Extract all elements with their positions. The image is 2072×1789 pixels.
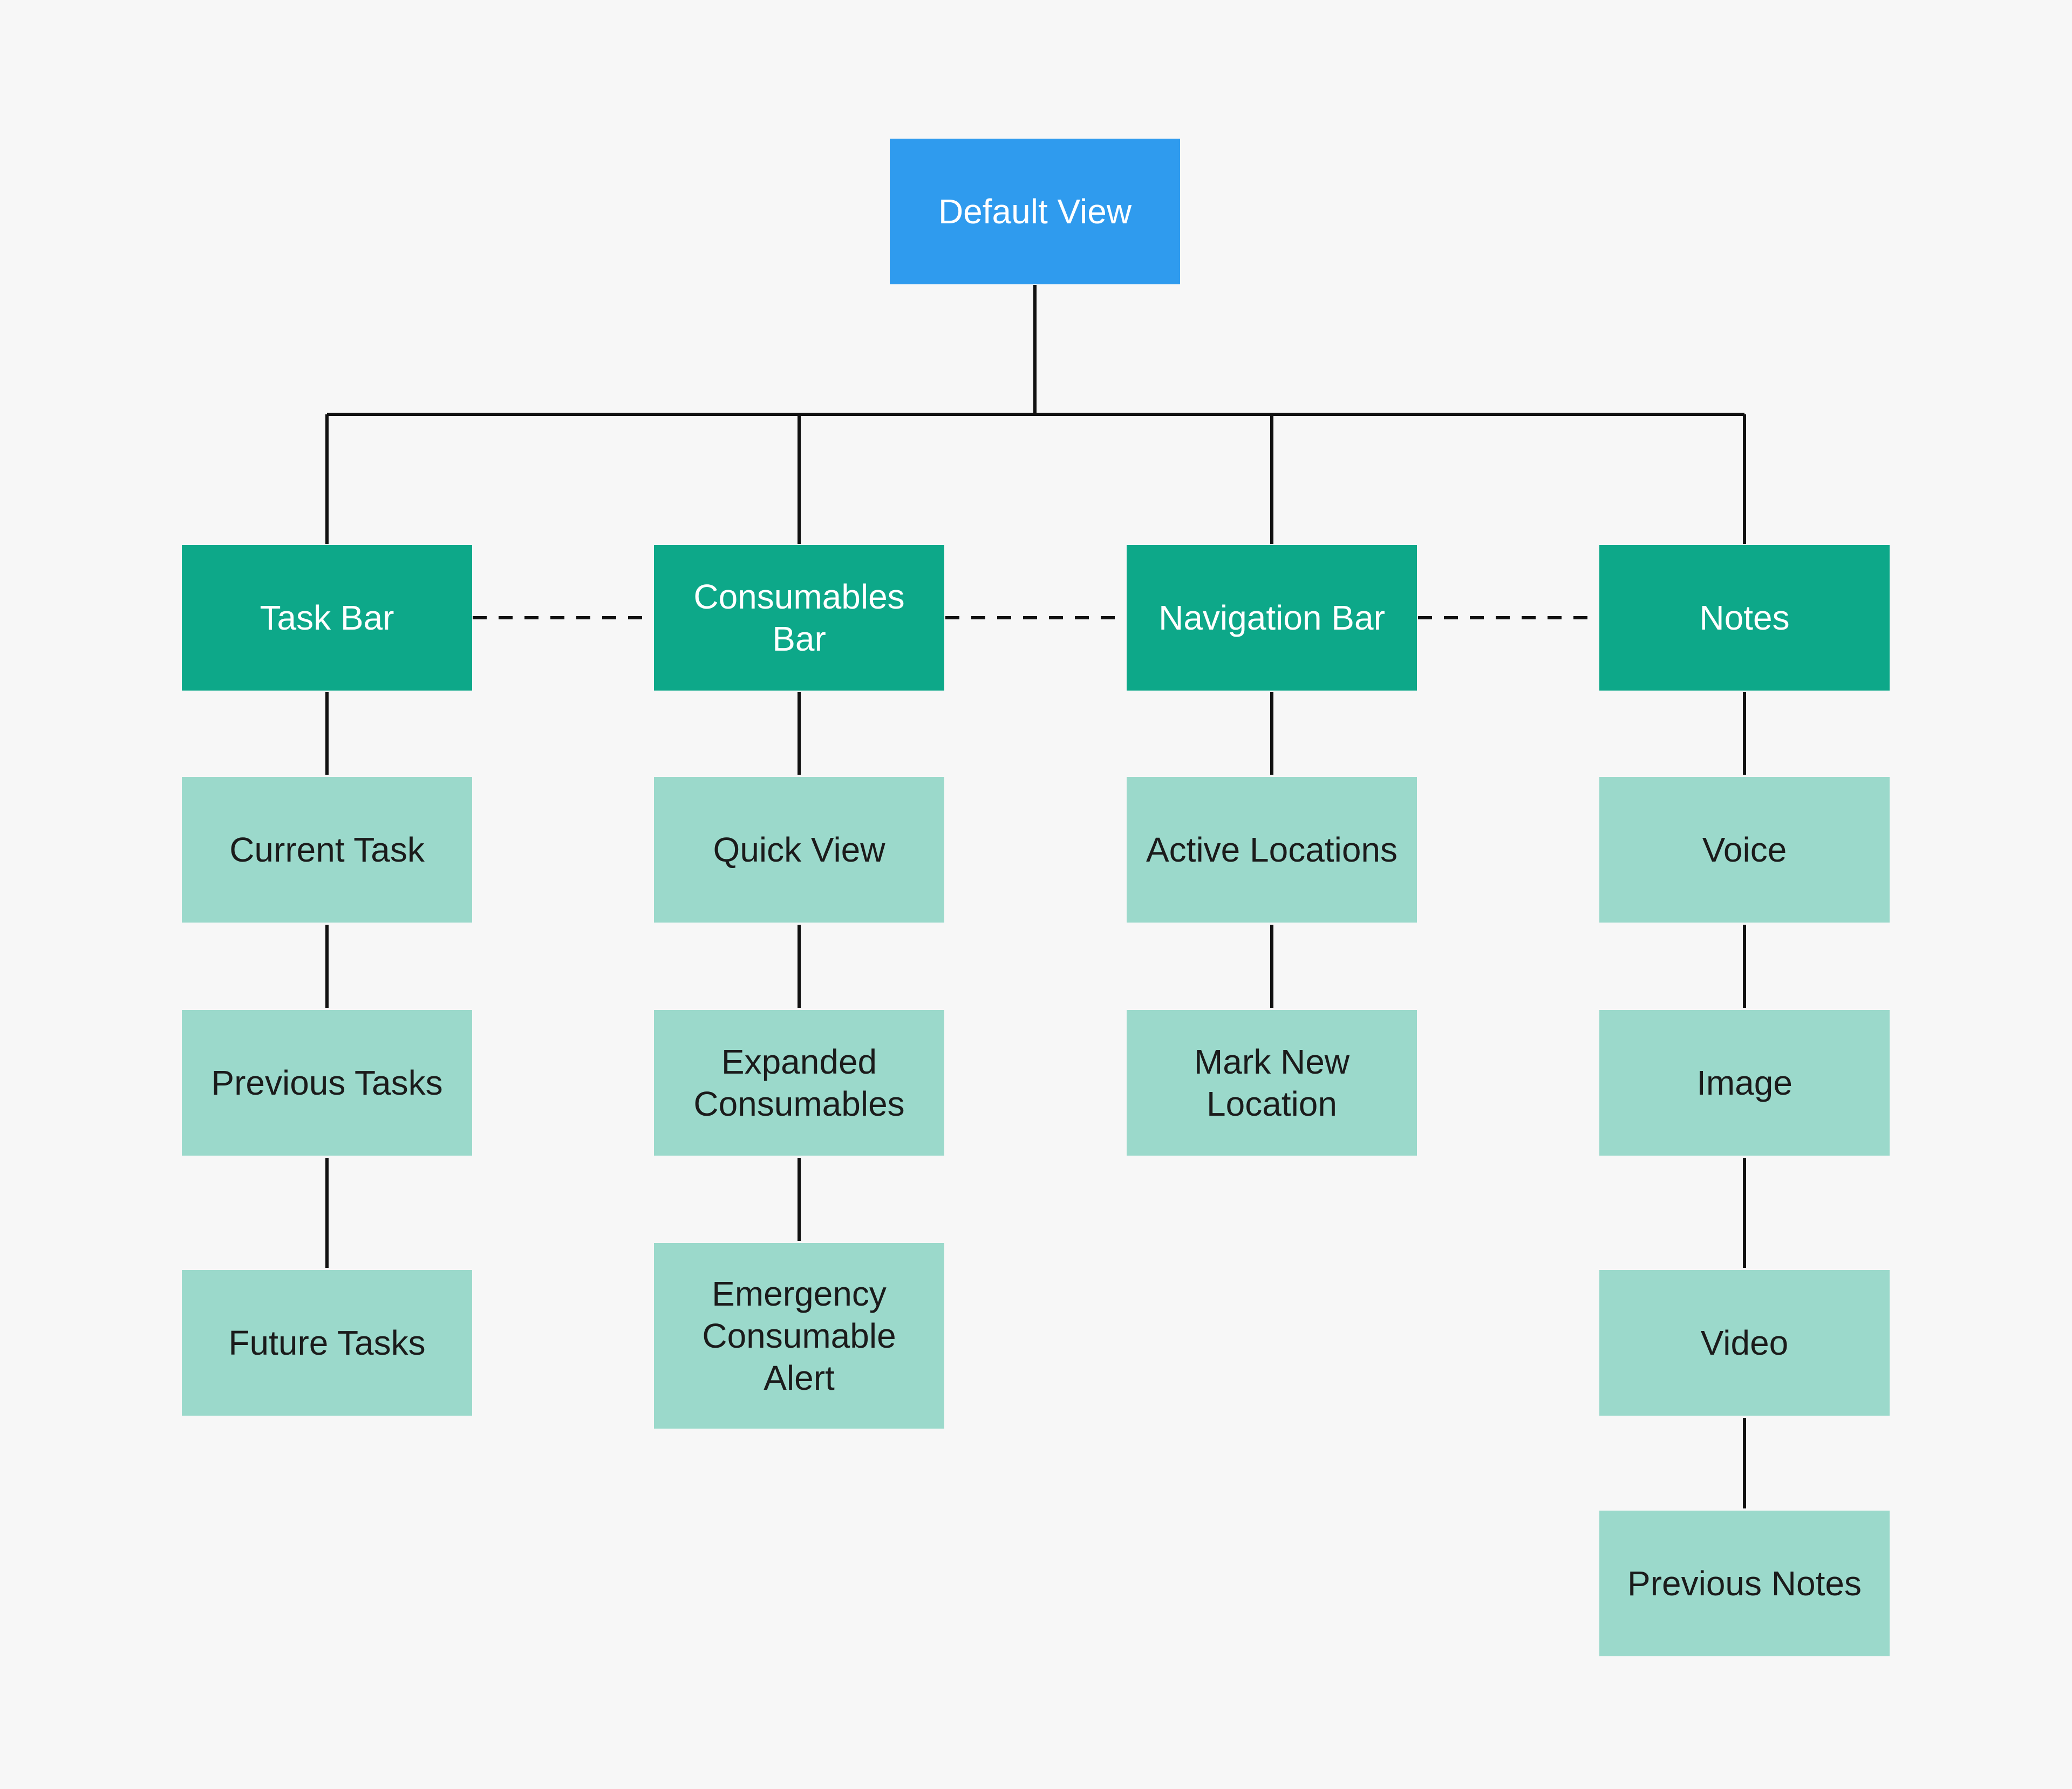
- node-previous-notes: Previous Notes: [1599, 1511, 1890, 1656]
- node-emergency-consumable-alert: Emergency Consumable Alert: [654, 1243, 944, 1429]
- node-current-task: Current Task: [182, 777, 472, 923]
- node-label: Future Tasks: [228, 1323, 426, 1362]
- node-task-bar: Task Bar: [182, 545, 472, 691]
- node-label: Previous Tasks: [211, 1063, 443, 1102]
- node-mark-new-location: Mark New Location: [1127, 1010, 1417, 1156]
- node-default-view: Default View: [890, 139, 1180, 284]
- node-label: Previous Notes: [1627, 1564, 1862, 1603]
- node-label: Image: [1696, 1063, 1792, 1102]
- node-voice: Voice: [1599, 777, 1890, 923]
- node-video: Video: [1599, 1270, 1890, 1416]
- node-navigation-bar: Navigation Bar: [1127, 545, 1417, 691]
- node-notes: Notes: [1599, 545, 1890, 691]
- node-expanded-consumables: Expanded Consumables: [654, 1010, 944, 1156]
- node-label: Default View: [938, 192, 1132, 231]
- node-active-locations: Active Locations: [1127, 777, 1417, 923]
- node-quick-view: Quick View: [654, 777, 944, 923]
- node-label: Quick View: [713, 830, 885, 869]
- node-future-tasks: Future Tasks: [182, 1270, 472, 1416]
- node-label: Notes: [1699, 598, 1790, 637]
- node-image: Image: [1599, 1010, 1890, 1156]
- node-label: Emergency Consumable Alert: [702, 1274, 896, 1397]
- node-consumables-bar: Consumables Bar: [654, 545, 944, 691]
- node-previous-tasks: Previous Tasks: [182, 1010, 472, 1156]
- node-label: Expanded Consumables: [693, 1042, 905, 1123]
- node-label: Navigation Bar: [1158, 598, 1385, 637]
- node-label: Task Bar: [260, 598, 394, 637]
- node-label: Video: [1700, 1323, 1789, 1362]
- node-label: Consumables Bar: [693, 577, 905, 658]
- node-label: Current Task: [229, 830, 425, 869]
- node-label: Mark New Location: [1194, 1042, 1350, 1123]
- node-label: Voice: [1702, 830, 1787, 869]
- node-label: Active Locations: [1146, 830, 1398, 869]
